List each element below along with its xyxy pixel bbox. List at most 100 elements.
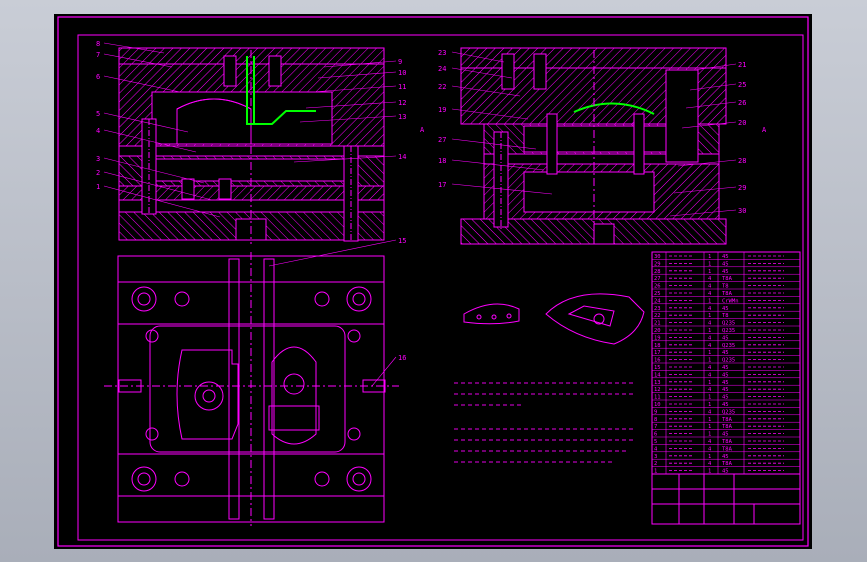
part-label: 17 (438, 181, 446, 189)
bom-part-no: 6 (654, 432, 657, 438)
bom-material: 45 (722, 335, 729, 341)
bom-part-no: 16 (654, 358, 661, 364)
part-label: 26 (738, 99, 746, 107)
bom-part-no: 8 (654, 417, 657, 423)
part-label: 30 (738, 207, 746, 215)
part-label: 24 (438, 65, 446, 73)
bom-part-no: 23 (654, 306, 661, 312)
bom-part-no: 9 (654, 409, 657, 415)
bom-part-no: 14 (654, 372, 661, 378)
mold-assembly-drawing: A A 876543219101112131423242219271817212… (57, 16, 809, 547)
part-label: 4 (96, 127, 100, 135)
part-label: 1 (96, 183, 100, 191)
part-label: 5 (96, 110, 100, 118)
part-label: 28 (738, 157, 746, 165)
bom-qty: 1 (708, 298, 711, 304)
bom-qty: 1 (708, 350, 711, 356)
plan-view (104, 252, 399, 526)
part-label: 14 (398, 153, 406, 161)
bom-part-no: 27 (654, 276, 661, 282)
bom-material: T8A (722, 446, 733, 452)
bom-part-no: 28 (654, 269, 661, 275)
bom-qty: 1 (708, 261, 711, 267)
bom-qty: 4 (708, 276, 712, 282)
bom-material: T8A (722, 291, 733, 297)
bom-qty: 4 (708, 439, 712, 445)
part-label: 29 (738, 184, 746, 192)
bom-qty: 4 (708, 306, 712, 312)
bom-material: Q235 (722, 343, 735, 349)
bom-material: Q235 (722, 358, 735, 364)
bom-material: Q235 (722, 409, 735, 415)
bom-qty: 1 (708, 432, 711, 438)
bom-qty: 4 (708, 335, 712, 341)
bom-qty: 4 (708, 365, 712, 371)
bom-qty: 1 (708, 417, 711, 423)
section-mark-right: A (762, 126, 767, 134)
bom-qty: 1 (708, 454, 711, 460)
bom-material: 45 (722, 380, 729, 386)
bom-material: 45 (722, 269, 729, 275)
bom-material: T8A (722, 461, 733, 467)
bom-material: 45 (722, 387, 729, 393)
bom-qty: 1 (708, 358, 711, 364)
bom-qty: 1 (708, 313, 711, 319)
part-isometrics (463, 293, 645, 345)
bom-part-no: 15 (654, 365, 661, 371)
bom-material: 45 (722, 402, 729, 408)
left-section-view (118, 47, 385, 244)
bom-qty: 1 (708, 328, 711, 334)
bom-qty: 4 (708, 284, 712, 290)
outer-frame (57, 16, 809, 547)
inner-frame (77, 34, 804, 541)
bom-part-no: 7 (654, 424, 657, 430)
guide-bushing-circles (131, 286, 372, 492)
bom-part-no: 29 (654, 261, 661, 267)
bom-qty: 1 (708, 254, 711, 260)
title-block (651, 473, 801, 525)
bom-qty: 4 (708, 291, 712, 297)
bom-material: 45 (722, 365, 729, 371)
part-label: 11 (398, 83, 406, 91)
bom-qty: 4 (708, 321, 712, 327)
part-label: 16 (398, 354, 406, 362)
part-label: 13 (398, 113, 406, 121)
bom-qty: 1 (708, 402, 711, 408)
part-label: 9 (398, 58, 402, 66)
bom-qty: 4 (708, 461, 712, 467)
bom-material: T8A (722, 417, 733, 423)
bom-part-no: 24 (654, 298, 661, 304)
bom-part-no: 3 (654, 454, 657, 460)
bom-qty: 1 (708, 469, 711, 475)
bom-part-no: 17 (654, 350, 661, 356)
right-section-view (460, 47, 727, 245)
bom-part-no: 26 (654, 284, 661, 290)
bom-qty: 1 (708, 395, 711, 401)
bom-qty: 4 (708, 387, 712, 393)
part-label: 2 (96, 169, 100, 177)
part-label: 18 (438, 157, 446, 165)
part-label: 3 (96, 155, 100, 163)
bom-table (651, 251, 801, 475)
bom-material: 45 (722, 306, 729, 312)
bom-qty: 4 (708, 446, 712, 452)
bom-material: 45 (722, 372, 729, 378)
part-label: 12 (398, 99, 406, 107)
bom-material: T8 (722, 284, 729, 290)
part-label: 20 (738, 119, 746, 127)
bom-part-no: 20 (654, 328, 661, 334)
bom-part-no: 22 (654, 313, 661, 319)
bom-material: Q235 (722, 321, 735, 327)
bom-qty: 1 (708, 380, 711, 386)
part-label: 22 (438, 83, 446, 91)
bom-qty: 4 (708, 409, 712, 415)
bom-qty: 4 (708, 372, 712, 378)
bom-material: 45 (722, 350, 729, 356)
bom-part-no: 5 (654, 439, 657, 445)
part-label: 15 (398, 237, 406, 245)
bom-material: T8 (722, 313, 729, 319)
bom-part-no: 21 (654, 321, 661, 327)
bom-material: 45 (722, 454, 729, 460)
